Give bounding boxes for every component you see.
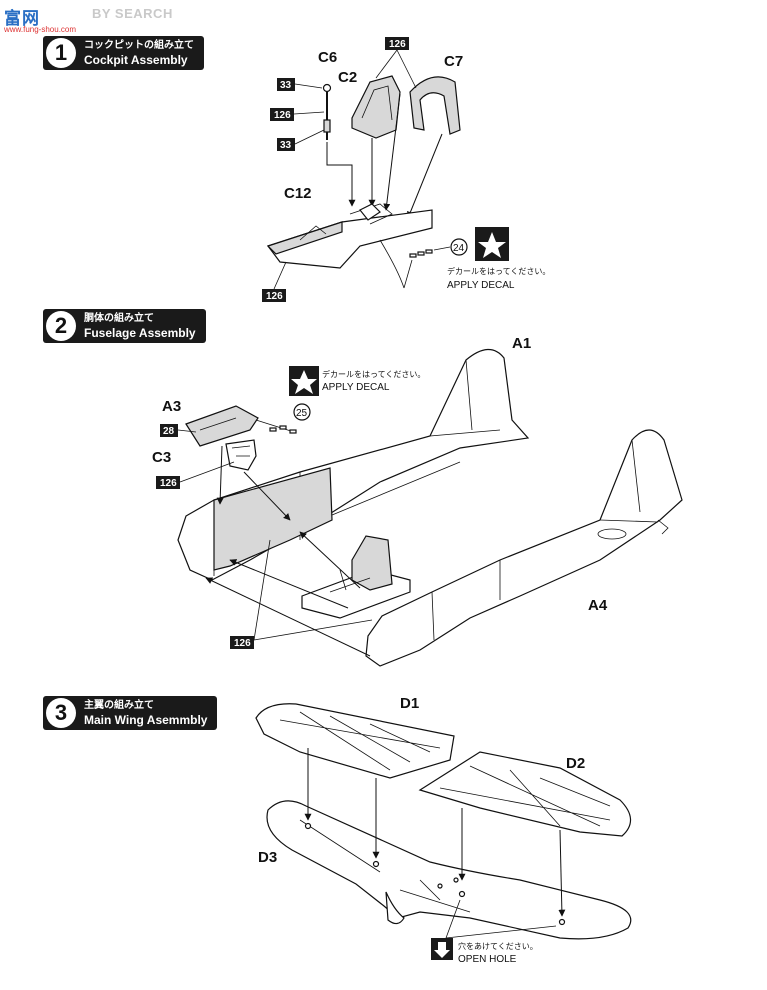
decal-25-jp: デカールをはってください。 — [322, 369, 425, 379]
label-c2: C2 — [338, 69, 357, 86]
part-d1-wing-upper-left — [255, 703, 455, 779]
paint-code-126-b: 126 — [230, 539, 373, 649]
svg-text:24: 24 — [453, 243, 465, 254]
svg-text:25: 25 — [296, 408, 308, 419]
svg-text:126: 126 — [266, 291, 283, 302]
paint-code-126-bottom: 126 — [262, 261, 287, 302]
part-c12-floor — [267, 209, 433, 269]
step-3-header: 3 主翼の組み立て Main Wing Asemmbly — [43, 696, 218, 730]
svg-text:126: 126 — [389, 39, 406, 50]
decal-pieces — [409, 249, 433, 258]
part-c3 — [225, 439, 257, 471]
decal-25-callout: デカールをはってください。 APPLY DECAL 25 — [269, 366, 425, 434]
svg-text:126: 126 — [234, 638, 251, 649]
watermark-search: BY SEARCH — [92, 6, 173, 21]
step-2-drawing: A1 A3 C3 A4 28 126 126 デカールをはってください。 APP… — [152, 335, 683, 667]
cockpit-shaded-area — [213, 467, 333, 571]
open-hole-en: OPEN HOLE — [458, 954, 517, 965]
paint-code-126-top: 126 — [375, 37, 417, 89]
paint-code-33-b: 33 — [277, 129, 325, 151]
decal-24-jp: デカールをはってください。 — [447, 266, 550, 276]
part-d3-wing-lower — [266, 800, 632, 940]
label-c7: C7 — [444, 53, 463, 70]
label-d3: D3 — [258, 849, 277, 866]
part-c6-lever — [322, 83, 332, 140]
svg-text:33: 33 — [280, 140, 292, 151]
assembled-cockpit — [301, 535, 411, 619]
part-c2-seat — [351, 75, 401, 139]
label-c3: C3 — [152, 449, 171, 466]
open-hole-jp: 穴をあけてください。 — [458, 941, 538, 951]
paint-code-126-a: 126 — [156, 461, 235, 489]
step-3-title-jp: 主翼の組み立て — [84, 700, 154, 711]
watermark-url: www.fung-shou.com — [4, 25, 77, 34]
step-1-drawing: C6 C2 C7 C12 126 33 126 33 126 — [262, 37, 550, 302]
step-1-title-en: Cockpit Assembly — [84, 53, 188, 67]
step-2-title-en: Fuselage Assembly — [84, 326, 196, 340]
label-c6: C6 — [318, 49, 337, 66]
step-1-header: 1 コックピットの組み立て Cockpit Assembly — [43, 36, 204, 70]
part-d2-wing-upper-right — [418, 751, 632, 837]
part-a3 — [185, 405, 259, 447]
svg-text:28: 28 — [163, 426, 175, 437]
paint-code-28: 28 — [160, 424, 197, 437]
open-hole-callout: 穴をあけてください。 OPEN HOLE — [431, 899, 557, 965]
step-2-number: 2 — [46, 311, 76, 341]
label-a4: A4 — [588, 597, 608, 614]
paint-code-126-mid: 126 — [270, 108, 325, 121]
paint-code-33-a: 33 — [277, 78, 323, 91]
label-d1: D1 — [400, 695, 419, 712]
label-a1: A1 — [512, 335, 531, 352]
step-2-header: 2 胴体の組み立て Fuselage Assembly — [43, 309, 206, 343]
svg-text:126: 126 — [160, 478, 177, 489]
label-d2: D2 — [566, 755, 585, 772]
step-1-title-jp: コックピットの組み立て — [84, 40, 194, 51]
label-a3: A3 — [162, 398, 181, 415]
svg-text:126: 126 — [274, 110, 291, 121]
watermark: 富网 BY SEARCH www.fung-shou.com — [4, 4, 172, 34]
svg-text:33: 33 — [280, 80, 292, 91]
decal-24-en: APPLY DECAL — [447, 280, 515, 291]
step-3-number: 3 — [46, 698, 76, 728]
step-3-drawing: D1 D2 D3 穴をあけてください。 OPEN HOLE — [255, 695, 632, 965]
decal-25-en: APPLY DECAL — [322, 382, 390, 393]
label-c12: C12 — [284, 185, 312, 202]
watermark-logo: 富网 — [4, 9, 40, 29]
step-2-title-jp: 胴体の組み立て — [84, 313, 154, 324]
step-1-number: 1 — [46, 38, 76, 68]
drill-icon — [434, 942, 450, 958]
decal-24-callout: 24 デカールをはってください。 APPLY DECAL — [447, 227, 550, 291]
part-c7-frame — [409, 76, 461, 135]
step-3-title-en: Main Wing Asemmbly — [84, 713, 208, 727]
